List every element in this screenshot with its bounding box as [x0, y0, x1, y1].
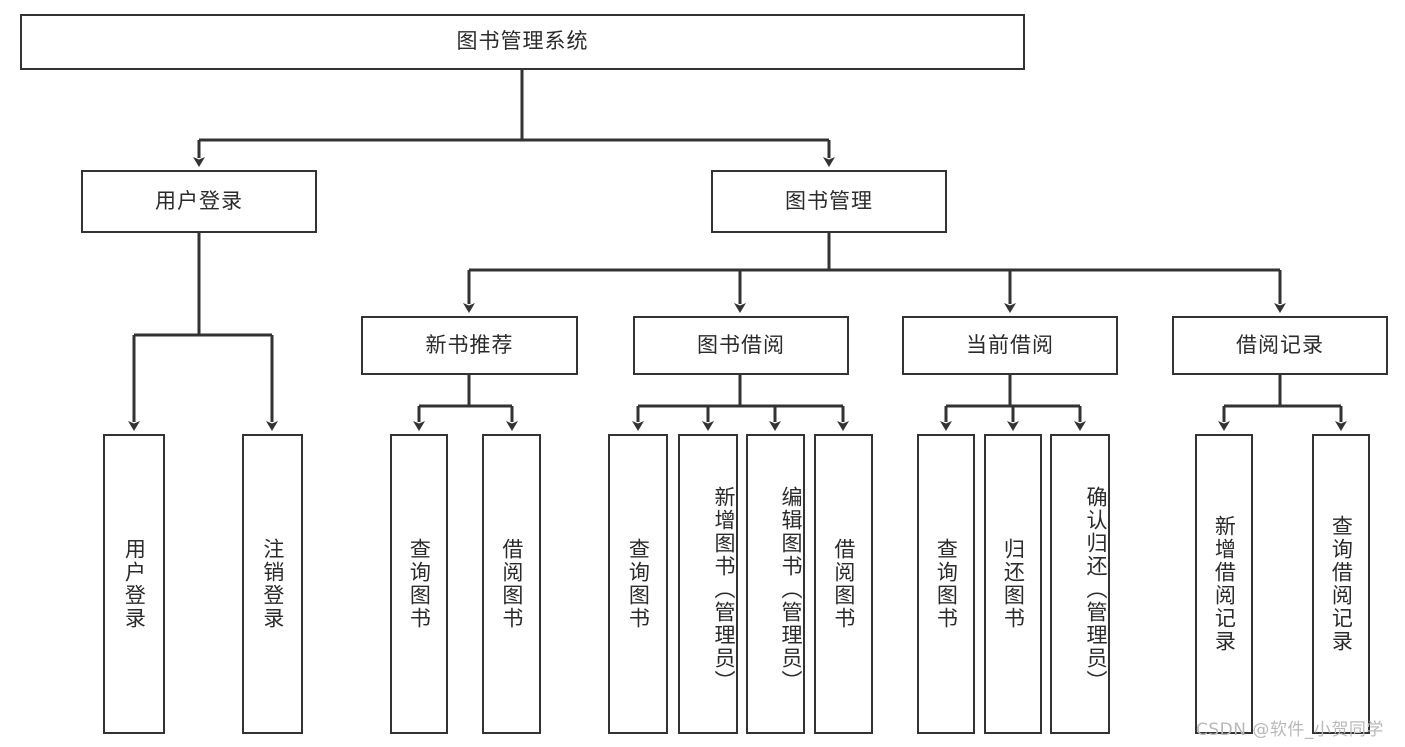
node-borrow-record-label: 借阅记录 — [1236, 332, 1324, 357]
node-book-borrow[interactable]: 图书借阅 — [633, 316, 849, 375]
node-book-borrow-label: 图书借阅 — [697, 332, 785, 357]
leaf-confirm-return-label: 确认归还（管理员） — [1084, 485, 1108, 693]
leaf-query-book-1-label: 查询图书 — [407, 538, 432, 630]
leaf-edit-book-label: 编辑图书（管理员） — [779, 485, 803, 693]
leaf-query-book-3-label: 查询图书 — [934, 538, 959, 630]
node-current-borrow[interactable]: 当前借阅 — [902, 316, 1118, 375]
leaf-query-book-2-label: 查询图书 — [626, 538, 651, 630]
leaf-query-book-2[interactable]: 查询图书 — [608, 434, 668, 734]
node-book-manage[interactable]: 图书管理 — [711, 170, 947, 233]
node-book-manage-label: 图书管理 — [785, 188, 873, 213]
leaf-user-login[interactable]: 用户登录 — [103, 434, 165, 734]
leaf-query-record[interactable]: 查询借阅记录 — [1312, 434, 1370, 734]
leaf-query-book-1[interactable]: 查询图书 — [390, 434, 448, 734]
leaf-add-book-label: 新增图书（管理员） — [712, 485, 736, 693]
leaf-edit-book[interactable]: 编辑图书（管理员） — [746, 434, 805, 734]
leaf-borrow-book-2-label: 借阅图书 — [831, 538, 856, 630]
leaf-logout-label: 注销登录 — [260, 538, 285, 630]
leaf-query-record-label: 查询借阅记录 — [1329, 515, 1354, 653]
node-current-borrow-label: 当前借阅 — [966, 332, 1054, 357]
leaf-return-book-label: 归还图书 — [1001, 538, 1026, 630]
node-root[interactable]: 图书管理系统 — [20, 14, 1025, 70]
node-new-book-rec[interactable]: 新书推荐 — [361, 316, 578, 375]
node-user-login-label: 用户登录 — [155, 188, 243, 213]
leaf-add-record-label: 新增借阅记录 — [1212, 515, 1237, 653]
leaf-query-book-3[interactable]: 查询图书 — [917, 434, 975, 734]
leaf-user-login-label: 用户登录 — [122, 538, 147, 630]
leaf-borrow-book-1-label: 借阅图书 — [499, 538, 524, 630]
node-new-book-rec-label: 新书推荐 — [425, 332, 514, 357]
leaf-borrow-book-2[interactable]: 借阅图书 — [814, 434, 873, 734]
node-root-label: 图书管理系统 — [456, 29, 589, 54]
leaf-add-record[interactable]: 新增借阅记录 — [1195, 434, 1253, 734]
leaf-add-book[interactable]: 新增图书（管理员） — [678, 434, 738, 734]
leaf-logout[interactable]: 注销登录 — [242, 434, 303, 734]
node-borrow-record[interactable]: 借阅记录 — [1172, 316, 1388, 375]
node-user-login[interactable]: 用户登录 — [81, 170, 317, 233]
leaf-confirm-return[interactable]: 确认归还（管理员） — [1050, 434, 1110, 734]
csdn-watermark: CSDN @软件_小贺同学 — [1196, 720, 1384, 740]
leaf-return-book[interactable]: 归还图书 — [984, 434, 1042, 734]
leaf-borrow-book-1[interactable]: 借阅图书 — [482, 434, 541, 734]
